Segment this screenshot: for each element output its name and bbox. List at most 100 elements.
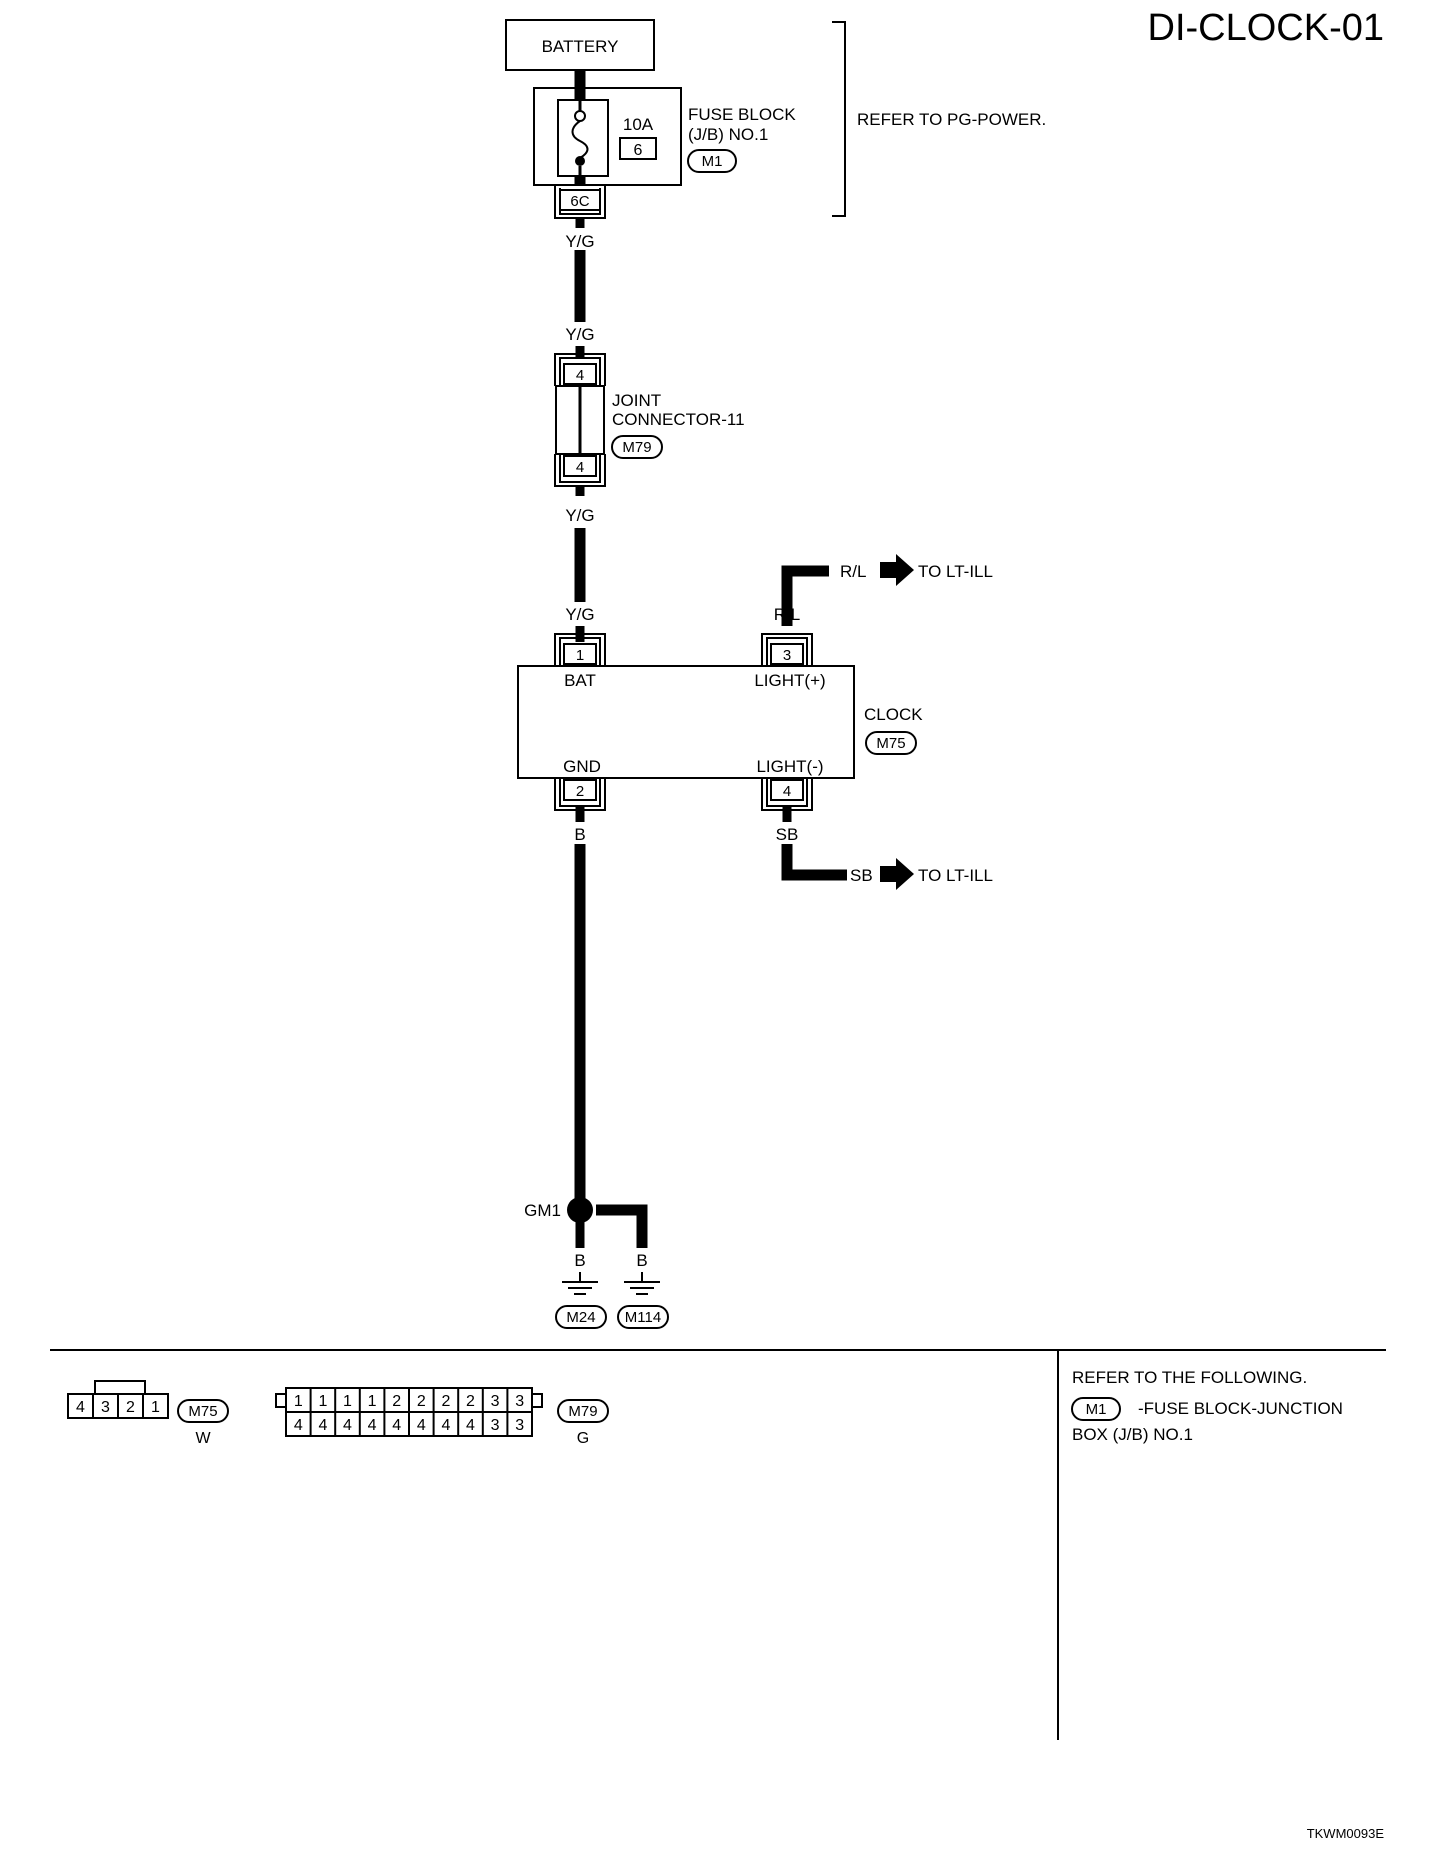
ground-tag-m114 xyxy=(617,1305,669,1329)
ground-splice-dot xyxy=(567,1197,593,1223)
wire-color-b: B xyxy=(574,1251,585,1270)
wire-color-yg: Y/G xyxy=(565,605,594,624)
wire-color-yg: Y/G xyxy=(565,232,594,251)
connector-color-g: G xyxy=(577,1430,589,1447)
pin-number: 4 xyxy=(76,1399,85,1416)
fuse-block-name: FUSE BLOCK xyxy=(688,105,796,124)
fuse-number-box xyxy=(619,137,657,160)
joint-terminal-out: 4 xyxy=(554,454,606,487)
destination-lt-ill: TO LT-ILL xyxy=(918,562,993,581)
connector-face-m79: 1 1 1 1 2 2 2 2 3 3 4 4 4 4 4 4 4 4 3 3 xyxy=(275,1387,543,1437)
terminal-6c: 6C xyxy=(554,186,606,219)
connector-tag-m79-label: M79 xyxy=(568,1403,597,1420)
pin-number: 1 xyxy=(318,1393,327,1410)
pin-number: 3 xyxy=(515,1417,524,1434)
pin-number: 2 xyxy=(466,1393,475,1410)
wire-color-yg: Y/G xyxy=(565,325,594,344)
wire-color-sb: SB xyxy=(776,825,799,844)
svg-text:4: 4 xyxy=(783,783,791,800)
pin-number: 1 xyxy=(294,1393,303,1410)
diagram-code: DI-CLOCK-01 xyxy=(1148,7,1385,49)
ground-icon xyxy=(562,1272,598,1295)
ground-point-label: GM1 xyxy=(524,1201,561,1220)
arrow-right-icon xyxy=(880,858,914,890)
pin-number: 4 xyxy=(294,1417,303,1434)
pin-number: 4 xyxy=(441,1417,450,1434)
ground-tag-m24-label: M24 xyxy=(566,1309,595,1326)
pin-number: 3 xyxy=(101,1399,110,1416)
fuse-number: 6 xyxy=(634,142,643,159)
connector-tag-m1 xyxy=(687,149,737,173)
pin-number: 4 xyxy=(466,1417,475,1434)
pin-number: 2 xyxy=(441,1393,450,1410)
connector-tag-m1 xyxy=(1071,1397,1121,1421)
wire-color-sb: SB xyxy=(850,866,873,885)
connector-color-w: W xyxy=(195,1430,211,1447)
fuse-block-name-2: (J/B) NO.1 xyxy=(688,125,768,144)
wire-color-rl: R/L xyxy=(840,562,866,581)
connector-tag-m79 xyxy=(557,1399,609,1423)
pin-number: 4 xyxy=(368,1417,377,1434)
svg-text:1: 1 xyxy=(576,647,584,664)
pin-label-bat: BAT xyxy=(564,671,596,690)
pin-number: 2 xyxy=(392,1393,401,1410)
joint-connector-name: JOINT xyxy=(612,391,661,410)
pin-number: 2 xyxy=(417,1393,426,1410)
pin-number: 3 xyxy=(515,1393,524,1410)
pin-number: 1 xyxy=(368,1393,377,1410)
joint-connector-name-2: CONNECTOR-11 xyxy=(612,410,745,429)
reference-line-2: BOX (J/B) NO.1 xyxy=(1072,1425,1193,1444)
ground-tag-m114-label: M114 xyxy=(625,1309,661,1326)
connector-tag-m1-label: M1 xyxy=(702,153,723,170)
destination-lt-ill: TO LT-ILL xyxy=(918,866,993,885)
clock-pin-3: 3 xyxy=(761,633,813,666)
ground-tag-m24 xyxy=(555,1305,607,1329)
clock-pin-2: 2 xyxy=(554,778,606,811)
pin-number: 3 xyxy=(491,1417,500,1434)
pin-number: 4 xyxy=(318,1417,327,1434)
pin-number: 4 xyxy=(392,1417,401,1434)
pin-number: 1 xyxy=(343,1393,352,1410)
fuse-amperage: 10A xyxy=(623,115,654,134)
wire-color-b: B xyxy=(574,825,585,844)
image-code: TKWM0093E xyxy=(1307,1826,1385,1841)
arrow-right-icon xyxy=(880,554,914,586)
connector-tag-m75 xyxy=(865,731,917,755)
pin-label-gnd: GND xyxy=(563,757,601,776)
pin-label-light-minus: LIGHT(-) xyxy=(756,757,823,776)
reference-heading: REFER TO THE FOLLOWING. xyxy=(1072,1368,1307,1387)
fuse-icon xyxy=(571,100,589,176)
svg-text:4: 4 xyxy=(576,459,584,476)
battery-label: BATTERY xyxy=(542,37,619,56)
connector-face-m75: 4 3 2 1 xyxy=(67,1380,169,1419)
connector-tag-m79-label: M79 xyxy=(622,439,651,456)
connector-tag-m1-label: M1 xyxy=(1086,1401,1107,1418)
wire-segments xyxy=(574,70,847,1248)
ground-icon xyxy=(624,1272,660,1295)
svg-text:2: 2 xyxy=(576,783,584,800)
clock-name: CLOCK xyxy=(864,705,923,724)
wire-color-yg: Y/G xyxy=(565,506,594,525)
connector-tag-m75-label: M75 xyxy=(188,1403,217,1420)
clock-pin-4: 4 xyxy=(761,778,813,811)
connector-tag-m75 xyxy=(177,1399,229,1423)
joint-terminal-in: 4 xyxy=(554,353,606,386)
svg-text:3: 3 xyxy=(783,647,791,664)
fuse-block-box xyxy=(533,87,682,186)
pin-number: 4 xyxy=(343,1417,352,1434)
pin-number: 1 xyxy=(151,1399,160,1416)
clock-pin-1: 1 xyxy=(554,633,606,666)
connector-tag-m75-label: M75 xyxy=(876,735,905,752)
svg-text:4: 4 xyxy=(576,367,584,384)
wire-color-b: B xyxy=(636,1251,647,1270)
pg-power-bracket xyxy=(832,21,846,217)
wire-color-rl: R/L xyxy=(774,605,800,624)
pin-label-light-plus: LIGHT(+) xyxy=(754,671,825,690)
reference-line-1: -FUSE BLOCK-JUNCTION xyxy=(1138,1399,1343,1418)
pin-number: 2 xyxy=(126,1399,135,1416)
clock-unit xyxy=(517,665,855,779)
pin-number: 4 xyxy=(417,1417,426,1434)
pin-number: 3 xyxy=(491,1393,500,1410)
connector-tag-m79 xyxy=(611,435,663,459)
